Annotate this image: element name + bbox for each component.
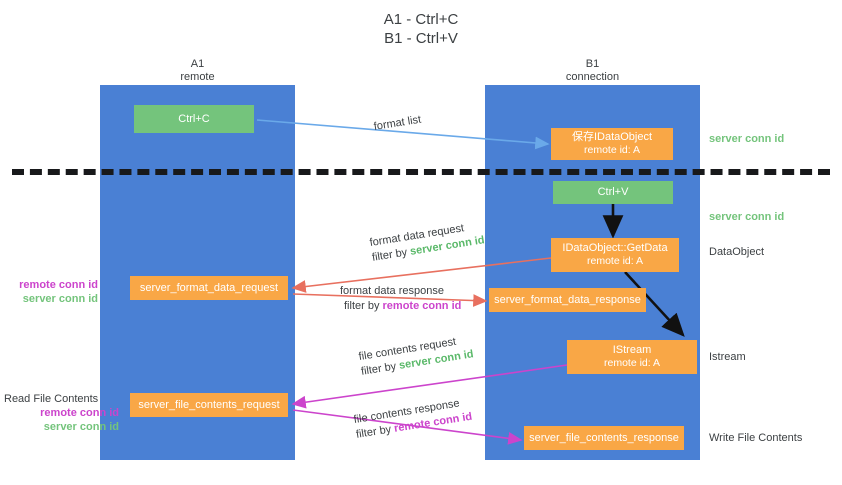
left-label-server-conn-id-1: server conn id <box>22 293 98 305</box>
edge-label-file-contents-response: file contents response filter by remote … <box>353 395 474 443</box>
right-label-write-file-contents: Write File Contents <box>709 432 803 444</box>
right-label-server-conn-id-2: server conn id <box>709 211 785 223</box>
lane-a1-role: remote <box>180 71 215 83</box>
node-istream-line2: remote id: A <box>603 357 661 369</box>
lane-b1-role: connection <box>565 71 620 83</box>
node-save-idataobject-line2: remote id: A <box>583 144 641 156</box>
node-getdata-line2: remote id: A <box>586 255 644 267</box>
filter-key-remote-conn-id: remote conn id <box>382 300 462 312</box>
dashed-divider <box>12 169 830 175</box>
edge-label-format-list: format list <box>372 113 422 133</box>
title-line-2: B1 - Ctrl+V <box>384 30 458 47</box>
node-ctrl-v[interactable]: Ctrl+V <box>553 181 673 204</box>
left-label-read-file-contents: Read File Contents <box>4 393 99 405</box>
lane-a1-name: A1 <box>190 58 205 70</box>
node-server-format-data-response-label: server_format_data_response <box>494 293 641 306</box>
right-label-dataobject: DataObject <box>709 246 765 258</box>
left-label-group-2: Read File Contents remote conn id server… <box>4 392 119 434</box>
left-label-group-1: remote conn id server conn id <box>8 278 98 306</box>
title-line-1: A1 - Ctrl+C <box>383 11 459 28</box>
node-ctrl-v-label: Ctrl+V <box>597 186 629 198</box>
edge-label-file-contents-request: file contents request filter by server c… <box>358 332 475 379</box>
diagram-title: A1 - Ctrl+C B1 - Ctrl+V <box>0 10 842 48</box>
node-server-format-data-request-label: server_format_data_request <box>139 281 279 294</box>
right-label-istream: Istream <box>709 351 746 363</box>
node-server-file-contents-response[interactable]: server_file_contents_response <box>524 426 684 450</box>
node-save-idataobject[interactable]: 保存IDataObject remote id: A <box>551 128 673 160</box>
node-istream-line1: IStream <box>612 344 652 356</box>
node-server-file-contents-request[interactable]: server_file_contents_request <box>130 393 288 417</box>
lane-header-a1: A1 remote <box>130 58 265 84</box>
node-server-format-data-request[interactable]: server_format_data_request <box>130 276 288 300</box>
node-getdata[interactable]: IDataObject::GetData remote id: A <box>551 238 679 272</box>
node-save-idataobject-line1: 保存IDataObject <box>571 131 653 143</box>
node-server-file-contents-response-label: server_file_contents_response <box>529 431 679 444</box>
node-ctrl-c[interactable]: Ctrl+C <box>134 105 254 133</box>
node-ctrl-c-label: Ctrl+C <box>178 112 210 125</box>
edge-label-format-data-response: format data response filter by remote co… <box>340 284 461 314</box>
node-server-format-data-response[interactable]: server_format_data_response <box>489 288 646 312</box>
lane-header-b1: B1 connection <box>525 58 660 84</box>
node-getdata-line1: IDataObject::GetData <box>562 242 668 254</box>
node-server-file-contents-request-label: server_file_contents_request <box>138 398 280 411</box>
edge-label-format-data-response-filter: filter by remote conn id <box>344 300 462 312</box>
edge-label-format-data-response-line1: format data response <box>340 285 444 297</box>
lane-b1-name: B1 <box>585 58 600 70</box>
left-label-server-conn-id-2: server conn id <box>43 421 119 433</box>
right-label-server-conn-id-1: server conn id <box>709 133 785 145</box>
left-label-remote-conn-id-2: remote conn id <box>40 407 119 419</box>
edge-label-format-data-request: format data request filter by server con… <box>369 218 486 265</box>
node-istream[interactable]: IStream remote id: A <box>567 340 697 374</box>
left-label-remote-conn-id-1: remote conn id <box>19 279 98 291</box>
